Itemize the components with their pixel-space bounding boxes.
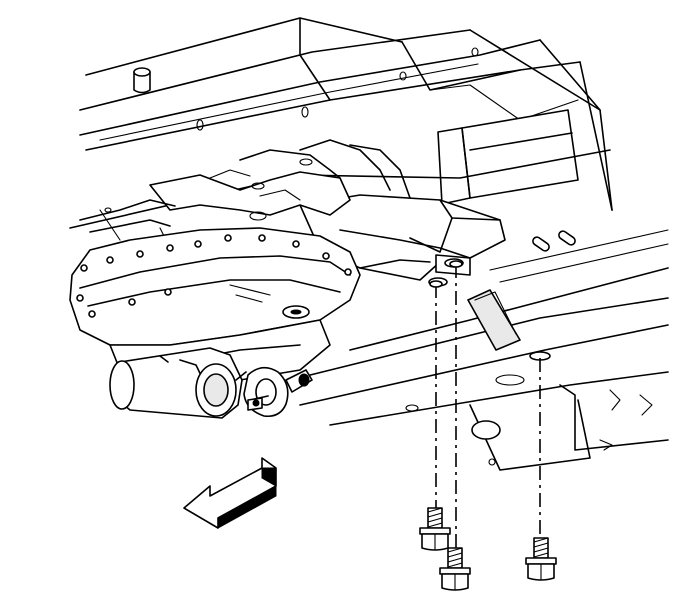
front-direction-arrow: [183, 457, 277, 529]
transmission-oil-pan: [69, 227, 361, 346]
bolt-3: [525, 537, 557, 581]
transmission-case: [79, 139, 411, 259]
bolt-1: [419, 507, 451, 551]
pan-bolts: [76, 234, 352, 318]
floor-panel: [79, 17, 613, 211]
bolt-centerlines: [429, 260, 541, 548]
stud-post: [133, 67, 151, 94]
rail-slots: [467, 230, 576, 351]
exhaust-pipe: [109, 347, 247, 419]
exhaust-flange: [243, 366, 313, 418]
side-member-box: [437, 109, 579, 205]
bolt-2: [439, 547, 471, 591]
